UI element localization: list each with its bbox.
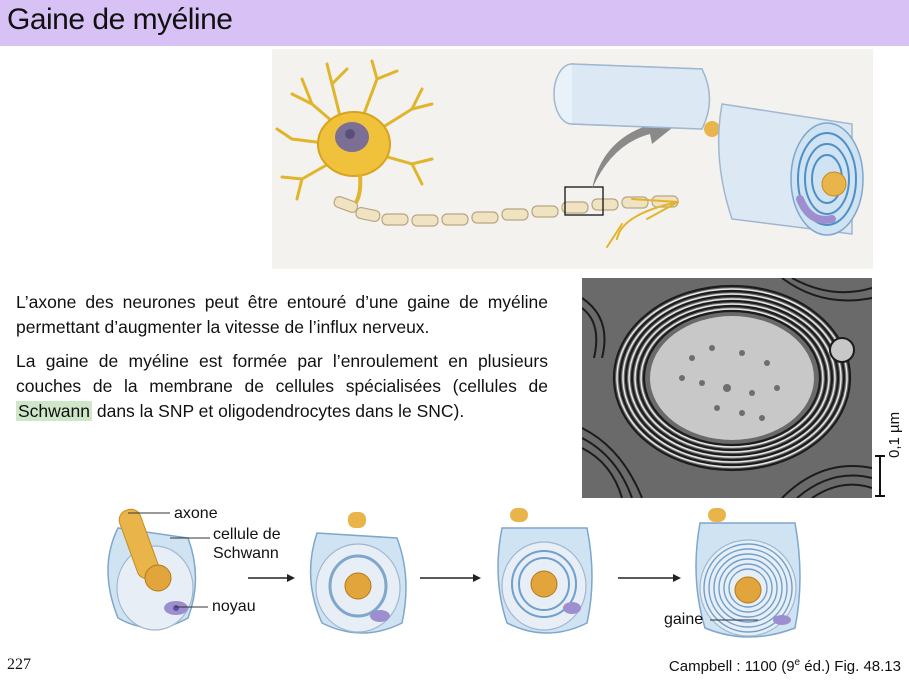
citation-superscript: e — [794, 657, 801, 668]
label-axone: axone — [174, 505, 218, 522]
label-noyau: noyau — [212, 598, 256, 615]
scale-bar-label: 0,1 µm — [886, 411, 903, 458]
stage-1 — [107, 508, 197, 631]
label-cellule-line2: Schwann — [213, 545, 279, 562]
electron-micrograph — [582, 278, 872, 498]
citation-suffix: éd.) Fig. 48.13 — [800, 658, 901, 675]
citation-prefix: Campbell : 1100 (9 — [668, 658, 795, 675]
page-title: Gaine de myéline — [7, 3, 233, 36]
neuron-illustration — [272, 49, 873, 269]
neuron-drawing — [275, 59, 864, 248]
label-gaine: gaine — [664, 611, 704, 628]
title-bar: Gaine de myéline — [0, 0, 909, 46]
intro-paragraph: L’axone des neurones peut être entouré d… — [16, 292, 548, 337]
page-number: 227 — [7, 656, 31, 673]
schwann-highlight: Schwann — [16, 401, 92, 421]
paragraph-text-start: La gaine de myéline est formée par l’enr… — [16, 351, 548, 396]
citation: Campbell : 1100 (9e éd.) Fig. 48.13 — [669, 657, 901, 675]
stage-3 — [497, 508, 593, 634]
myelination-stages-diagram — [107, 508, 801, 638]
paragraph-text-end: dans la SNP et oligodendrocytes dans le … — [92, 401, 465, 421]
stage-4 — [695, 508, 801, 638]
scale-bar — [875, 455, 885, 497]
formation-paragraph: La gaine de myéline est formée par l’enr… — [16, 349, 548, 424]
micrograph-drawing — [582, 278, 872, 498]
stage-2 — [309, 512, 407, 634]
label-cellule-line1: cellule de — [213, 526, 281, 543]
